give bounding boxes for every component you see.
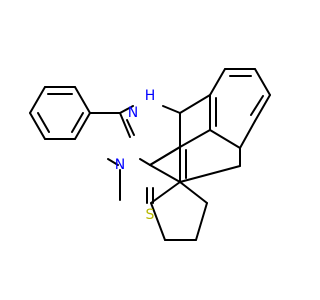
bond (37, 112, 50, 133)
bond (149, 146, 181, 166)
bond (150, 181, 181, 204)
atom-label-s: S (146, 207, 155, 223)
bond (74, 86, 91, 114)
central-ring (149, 94, 241, 183)
bond (119, 112, 131, 138)
atom-label-n1: N (128, 105, 138, 121)
bond (179, 129, 211, 148)
bond (71, 112, 84, 133)
atom-label-n3: N (115, 157, 125, 173)
bond (209, 129, 241, 149)
cyclopentane-ring (150, 181, 208, 241)
bond (209, 68, 226, 96)
benzo-ring (179, 68, 271, 149)
bond (179, 165, 241, 183)
bond (107, 158, 119, 166)
bond (195, 202, 208, 241)
bond (149, 164, 181, 183)
bond (239, 120, 256, 149)
bond (29, 86, 46, 114)
molecule-structure: H N N S (29, 68, 271, 241)
bond (74, 112, 91, 140)
bond (179, 94, 211, 114)
bond (254, 68, 271, 96)
bond (254, 94, 271, 122)
bond (179, 181, 208, 204)
bond (139, 158, 151, 166)
bond (162, 105, 181, 114)
bond (126, 119, 135, 136)
atom-label-h: H (145, 88, 156, 104)
bond (29, 112, 46, 140)
bond (119, 105, 134, 114)
bond (250, 95, 264, 116)
bond (150, 202, 166, 241)
phenyl-ring (29, 86, 91, 140)
